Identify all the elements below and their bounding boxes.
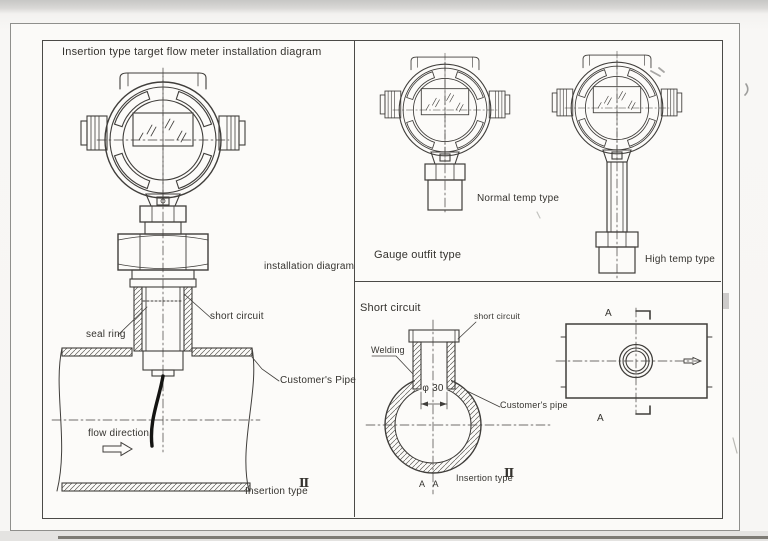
sc-customers-pipe-label: Customer's pipe (500, 400, 568, 410)
short-circuit-title: Short circuit (360, 302, 421, 314)
section-aa-label: A A (419, 479, 442, 489)
customers-pipe-leader (251, 356, 280, 382)
high-temp-label: High temp type (645, 254, 716, 265)
customers-pipe-leader-2 (466, 390, 501, 408)
seal-ring-leader (117, 306, 148, 336)
installation-drawing (51, 68, 280, 492)
sc-insertion-type-numeral: Ⅱ (504, 466, 515, 480)
short-circuit-label: short circuit (210, 311, 264, 322)
flow-direction-label: flow direction (88, 428, 150, 439)
flow-arrow-icon (683, 356, 703, 366)
sc-short-circuit-label: short circuit (474, 311, 521, 321)
section-marker-top: A (605, 308, 612, 319)
gauge-outfit-title: Gauge outfit type (374, 249, 462, 261)
flow-direction-arrow-icon (102, 441, 133, 457)
pipe-cross-section (365, 319, 553, 495)
panel-divider-vertical (354, 41, 356, 517)
short-circuit-leader-2 (457, 321, 477, 340)
sc-insertion-type-label: Insertion type (456, 473, 513, 483)
scan-edge-line (58, 536, 768, 539)
short-circuit-drawing (365, 307, 713, 495)
insertion-type-label: Insertion type (245, 486, 308, 497)
section-marker-bottom: A (597, 413, 604, 424)
normal-temp-meter (380, 53, 510, 215)
customers-pipe-label: Customer's Pipe (280, 375, 357, 386)
short-circuit-leader (183, 293, 212, 319)
section-cut-marks (635, 310, 651, 415)
gauge-outfit-drawing (380, 51, 682, 279)
diameter-dimension-label: φ 30 (422, 383, 444, 394)
target-rod (149, 374, 165, 448)
high-temp-meter (552, 51, 682, 279)
seal-ring-label: seal ring (86, 329, 126, 340)
panel-divider-horizontal (355, 281, 721, 283)
welding-label: Welding (371, 345, 405, 355)
welding-leader (371, 355, 414, 375)
insertion-type-numeral: Ⅱ (299, 476, 310, 490)
installation-diagram-label: installation diagram (264, 261, 355, 272)
pipe-side-view (555, 307, 713, 415)
scan-artifacts (536, 67, 749, 454)
left-panel-title: Insertion type target flow meter install… (62, 46, 322, 58)
normal-temp-label: Normal temp type (477, 193, 560, 204)
